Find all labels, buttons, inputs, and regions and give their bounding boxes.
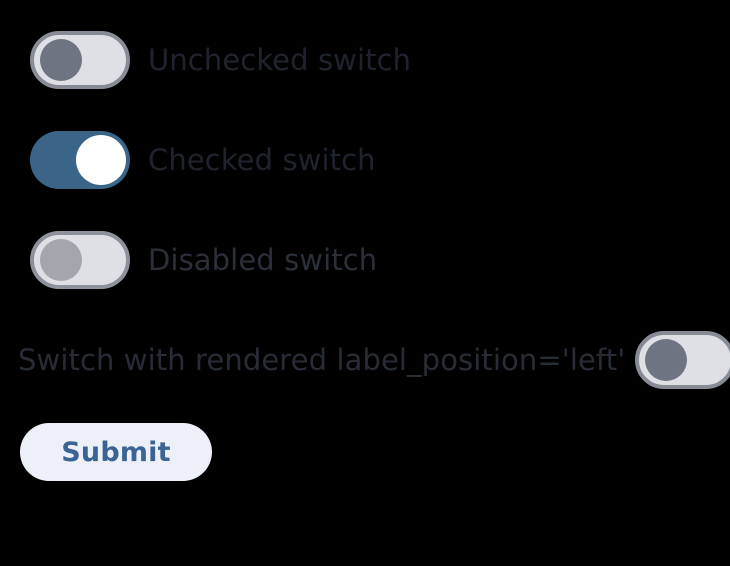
disabled-switch-toggle (30, 231, 130, 289)
submit-button[interactable]: Submit (20, 423, 212, 481)
switch-knob (645, 339, 688, 381)
checked-switch-label: Checked switch (148, 142, 376, 177)
disabled-switch-label: Disabled switch (148, 242, 378, 277)
switch-row-left-label: Switch with rendered label_position='lef… (18, 331, 730, 389)
left-label-switch-label: Switch with rendered label_position='lef… (18, 342, 626, 377)
switch-knob (76, 135, 126, 185)
switch-knob (40, 39, 82, 81)
switch-row-unchecked: Unchecked switch (30, 31, 411, 89)
unchecked-switch-toggle[interactable] (30, 31, 130, 89)
checked-switch-toggle[interactable] (30, 131, 130, 189)
switch-row-checked: Checked switch (30, 131, 376, 189)
left-label-switch-toggle[interactable] (635, 331, 730, 389)
switch-knob (40, 239, 82, 281)
switch-row-disabled: Disabled switch (30, 231, 377, 289)
unchecked-switch-label: Unchecked switch (148, 42, 412, 77)
